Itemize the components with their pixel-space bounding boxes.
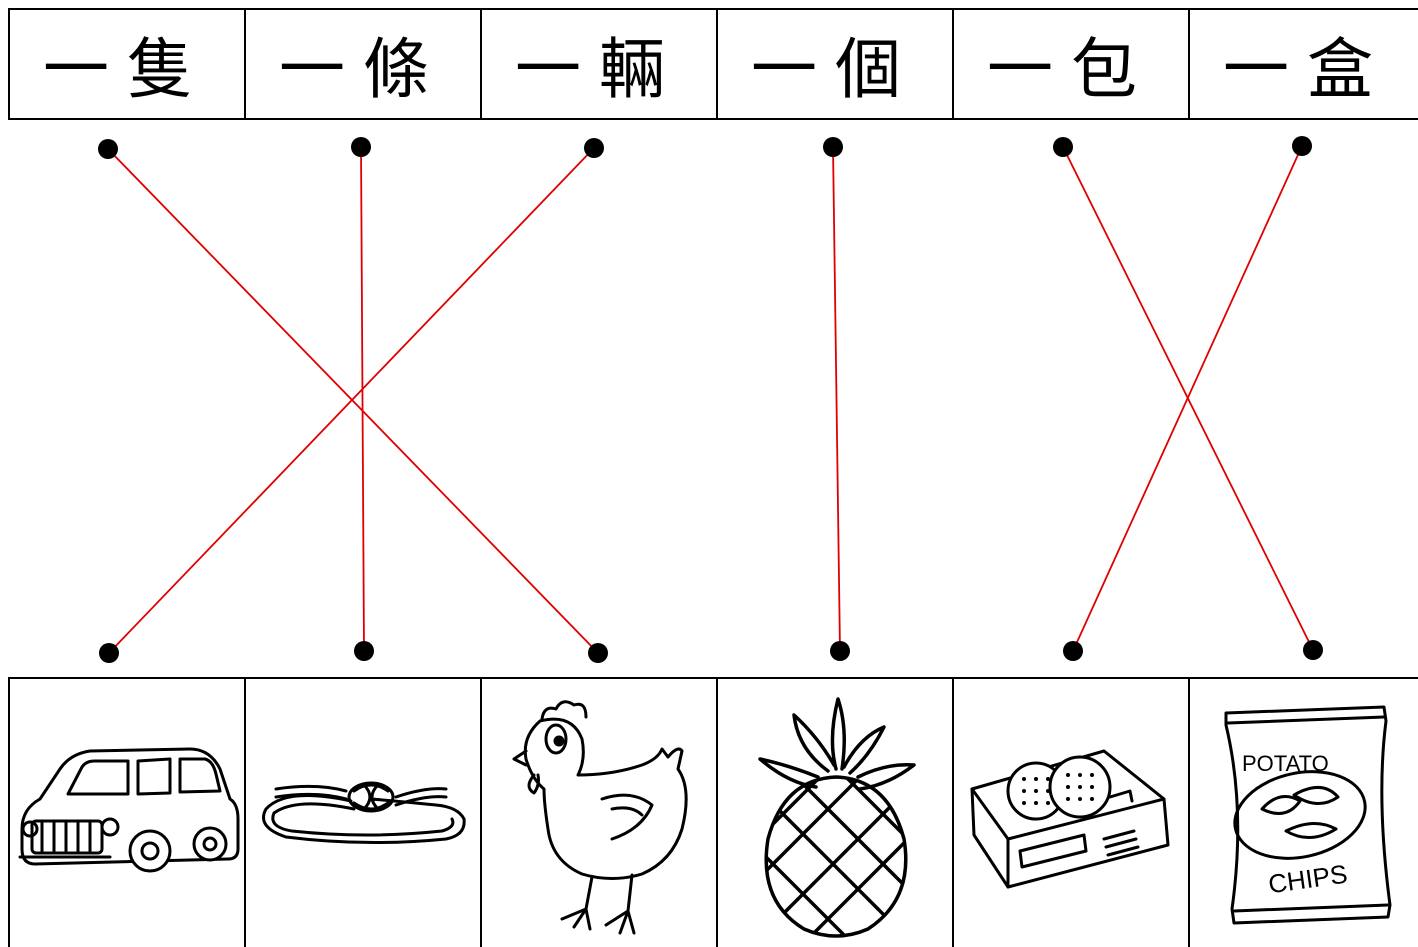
chicken-icon xyxy=(512,700,688,935)
top-dot-he[interactable] xyxy=(1292,136,1312,156)
word-cell-bao: 一包 xyxy=(954,10,1190,118)
word-he: 一盒 xyxy=(1223,31,1391,108)
top-dot-liang[interactable] xyxy=(584,138,604,158)
word-ge: 一個 xyxy=(751,31,919,108)
rope-icon xyxy=(262,781,466,845)
pineapple-icon xyxy=(758,697,916,938)
picture-cell-chicken xyxy=(482,679,718,947)
picture-cell-chips-bag: POTATO CHIPS xyxy=(1190,679,1418,947)
top-dot-bao[interactable] xyxy=(1053,137,1073,157)
bottom-dot-pineapple[interactable] xyxy=(830,641,850,661)
matching-lines xyxy=(98,136,1323,663)
bottom-dot-car[interactable] xyxy=(99,643,119,663)
picture-cell-pineapple xyxy=(718,679,954,947)
bottom-dot-rope[interactable] xyxy=(354,641,374,661)
word-cell-liang: 一輛 xyxy=(482,10,718,118)
match-line-zhi xyxy=(107,148,599,654)
top-dot-tiao[interactable] xyxy=(351,137,371,157)
chips-bag-icon: POTATO CHIPS xyxy=(1224,705,1392,925)
top-dot-ge[interactable] xyxy=(823,137,843,157)
picture-row: POTATO CHIPS xyxy=(8,677,1418,947)
word-zhi: 一隻 xyxy=(43,31,211,108)
word-cell-he: 一盒 xyxy=(1190,10,1418,118)
top-dot-zhi[interactable] xyxy=(98,139,118,159)
word-liang: 一輛 xyxy=(515,31,683,108)
bottom-dot-cracker-box[interactable] xyxy=(1063,641,1083,661)
cracker-box-icon xyxy=(970,749,1170,889)
picture-cell-rope xyxy=(246,679,482,947)
car-icon xyxy=(18,747,240,873)
bottom-dot-chips-bag[interactable] xyxy=(1303,640,1323,660)
match-line-ge xyxy=(832,146,841,652)
bottom-dot-chicken[interactable] xyxy=(588,643,608,663)
word-cell-tiao: 一條 xyxy=(246,10,482,118)
match-line-tiao xyxy=(360,146,365,652)
chips-label-bottom: CHIPS xyxy=(1266,859,1349,900)
match-line-liang xyxy=(108,147,595,654)
word-cell-zhi: 一隻 xyxy=(10,10,246,118)
picture-cell-car xyxy=(10,679,246,947)
word-bao: 一包 xyxy=(987,31,1155,108)
word-tiao: 一條 xyxy=(279,31,447,108)
measure-word-row: 一隻 一條 一輛 一個 一包 一盒 xyxy=(8,8,1418,120)
match-line-he xyxy=(1072,145,1303,652)
word-cell-ge: 一個 xyxy=(718,10,954,118)
chips-label-top: POTATO xyxy=(1242,751,1329,776)
picture-cell-cracker-box xyxy=(954,679,1190,947)
